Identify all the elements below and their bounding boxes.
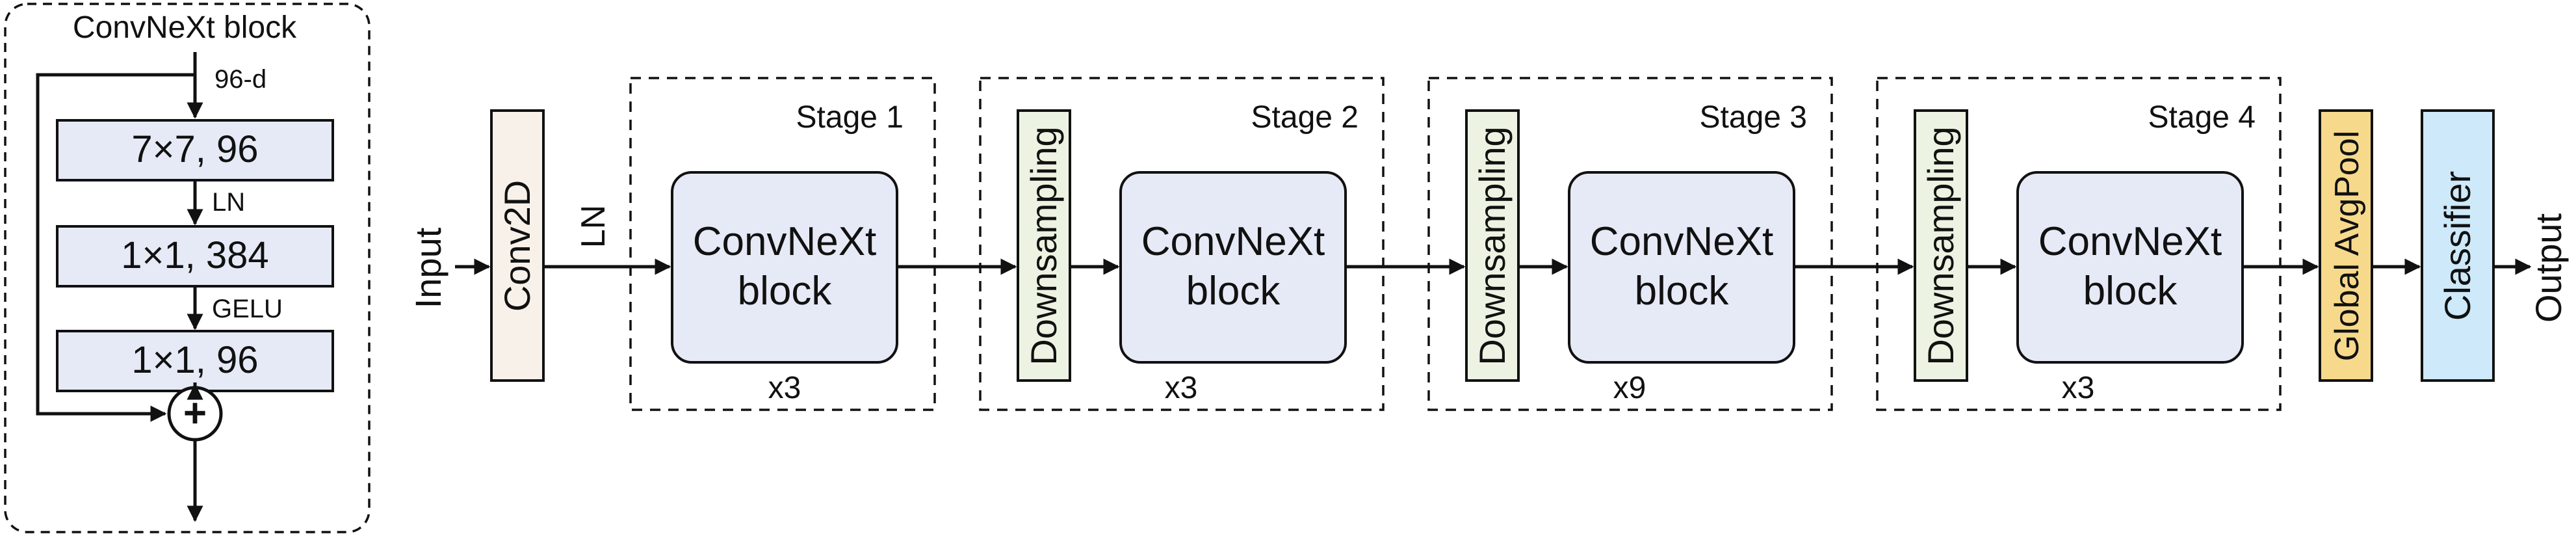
stage-3-convnext-block xyxy=(1568,171,1795,364)
stage-2-block-line1: ConvNeXt xyxy=(1141,219,1325,264)
stage-2-downsampling-box xyxy=(1017,109,1071,382)
stem-conv2d-label: Conv2D xyxy=(497,180,538,312)
stage-3-block-line1: ConvNeXt xyxy=(1590,219,1774,264)
stage-3-repeat: x9 xyxy=(1613,371,1646,405)
stage-3-block-line2: block xyxy=(1635,269,1730,314)
stage-1-block-line2: block xyxy=(738,269,833,314)
inset-gelu-label: GELU xyxy=(212,295,283,323)
stem-conv2d-box xyxy=(490,109,545,382)
stage-3-downsampling-label: Downsampling xyxy=(1472,126,1513,365)
inset-add-symbol: + xyxy=(183,391,207,436)
stage-2-downsampling-label: Downsampling xyxy=(1023,126,1064,365)
inset-input-dim-label: 96-d xyxy=(215,65,267,94)
stage-4-block-line1: ConvNeXt xyxy=(2038,219,2222,264)
stage-4-downsampling-label: Downsampling xyxy=(1920,126,1961,365)
output-label: Output xyxy=(2528,213,2569,323)
stage-4-convnext-block xyxy=(2016,171,2244,364)
stage-4-repeat: x3 xyxy=(2062,371,2095,405)
input-label: Input xyxy=(408,227,449,308)
classifier-label: Classifier xyxy=(2437,171,2478,321)
stage-2-title: Stage 2 xyxy=(1251,100,1359,135)
stage-1-frame xyxy=(629,77,936,411)
stage-1-title: Stage 1 xyxy=(796,100,904,135)
inset-layer-2-label: 1×1, 384 xyxy=(121,234,268,276)
stage-2-convnext-block xyxy=(1119,171,1347,364)
stage-4-downsampling-box xyxy=(1914,109,1968,382)
stage-4-title: Stage 4 xyxy=(2148,100,2256,135)
inset-frame xyxy=(4,3,371,533)
main-pipeline: Input Conv2D LN Stage 1 ConvNeXt block x… xyxy=(408,77,2569,411)
stage-3-downsampling-box xyxy=(1465,109,1520,382)
classifier-box xyxy=(2421,109,2495,382)
stage-4-frame xyxy=(1876,77,2282,411)
inset-ln-label: LN xyxy=(212,188,245,217)
stage-2-frame xyxy=(979,77,1385,411)
convnext-block-inset: ConvNeXt block 96-d 7×7, 96 LN 1×1, 384 … xyxy=(4,3,371,533)
stage-2-repeat: x3 xyxy=(1165,371,1198,405)
stage-3-frame xyxy=(1427,77,1833,411)
stage-3-title: Stage 3 xyxy=(1700,100,1807,135)
global-avgpool-label: Global AvgPool xyxy=(2328,131,2366,362)
stem-ln-label: LN xyxy=(575,205,612,248)
stage-1-block-line1: ConvNeXt xyxy=(693,219,877,264)
inset-title: ConvNeXt block xyxy=(73,10,297,45)
inset-layer-3-label: 1×1, 96 xyxy=(131,339,258,381)
stage-2-block-line2: block xyxy=(1186,269,1281,314)
stage-4-block-line2: block xyxy=(2083,269,2178,314)
stage-1-repeat: x3 xyxy=(768,371,801,405)
stage-1-convnext-block xyxy=(671,171,898,364)
global-avgpool-box xyxy=(2319,109,2373,382)
inset-layer-1-label: 7×7, 96 xyxy=(131,128,258,170)
inset-residual-path xyxy=(36,73,195,422)
inset-layer-1-box xyxy=(56,119,334,181)
